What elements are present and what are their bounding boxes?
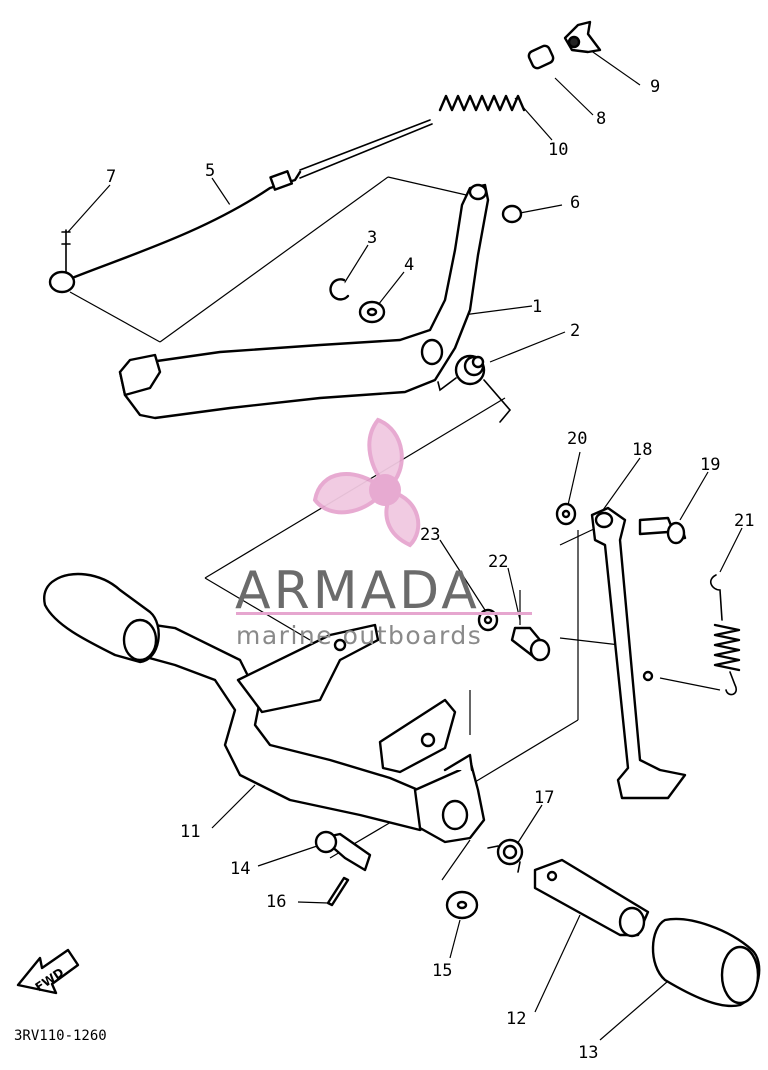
stand-spring xyxy=(709,574,741,696)
footpeg-rubber-left xyxy=(43,572,160,664)
footrest-bar xyxy=(118,618,457,832)
callout-14: 14 xyxy=(230,859,250,879)
callout-15: 15 xyxy=(432,961,452,981)
footpeg-rubber-right xyxy=(651,917,761,1008)
callout-22: 22 xyxy=(488,552,508,572)
rod-collar xyxy=(527,44,555,70)
cotter-pin xyxy=(326,876,350,907)
callout-10: 10 xyxy=(548,140,568,160)
callout-19: 19 xyxy=(700,455,720,475)
callout-13: 13 xyxy=(578,1043,598,1063)
brake-pedal xyxy=(118,183,490,420)
pin-end xyxy=(501,204,523,224)
return-spring xyxy=(437,354,512,423)
watermark-tagline: marine outboards xyxy=(236,621,482,650)
pivot-bracket xyxy=(413,753,486,844)
callout-6: 6 xyxy=(570,193,580,213)
callout-2: 2 xyxy=(570,321,580,341)
callout-21: 21 xyxy=(734,511,754,531)
callout-8: 8 xyxy=(596,109,606,129)
rod-spring xyxy=(438,94,526,112)
callout-3: 3 xyxy=(367,228,377,248)
bracket-bolt xyxy=(510,626,551,662)
clevis-pin xyxy=(314,830,372,872)
wing-nut xyxy=(563,20,602,54)
fwd-direction-arrow: FWD xyxy=(16,948,80,994)
callout-16: 16 xyxy=(266,892,286,912)
pivot-nut xyxy=(555,502,577,526)
callout-9: 9 xyxy=(650,77,660,97)
callout-5: 5 xyxy=(205,161,215,181)
callout-11: 11 xyxy=(180,822,200,842)
plain-washer xyxy=(445,890,479,920)
washer xyxy=(358,300,386,324)
callout-pointers xyxy=(67,49,743,1041)
callout-20: 20 xyxy=(567,429,587,449)
callout-7: 7 xyxy=(106,167,116,187)
clip xyxy=(329,278,350,301)
callout-1: 1 xyxy=(532,297,542,317)
brake-rod xyxy=(48,119,433,294)
callout-4: 4 xyxy=(404,255,414,275)
watermark-brand: ARMADA xyxy=(235,561,480,621)
callout-18: 18 xyxy=(632,440,652,460)
torsion-spring xyxy=(487,838,524,873)
part-code: 3RV110-1260 xyxy=(14,1028,107,1044)
callout-23: 23 xyxy=(420,525,440,545)
armada-watermark-text: ARMADA marine outboards xyxy=(235,561,532,650)
side-stand xyxy=(590,506,687,800)
armada-logo xyxy=(312,417,421,548)
callout-labels: 1 2 3 4 5 6 7 8 9 10 11 12 13 14 15 16 1… xyxy=(106,77,754,1063)
footpeg-right xyxy=(533,858,650,938)
callout-12: 12 xyxy=(506,1009,526,1029)
pivot-bolt xyxy=(638,516,687,545)
callout-17: 17 xyxy=(534,788,554,808)
